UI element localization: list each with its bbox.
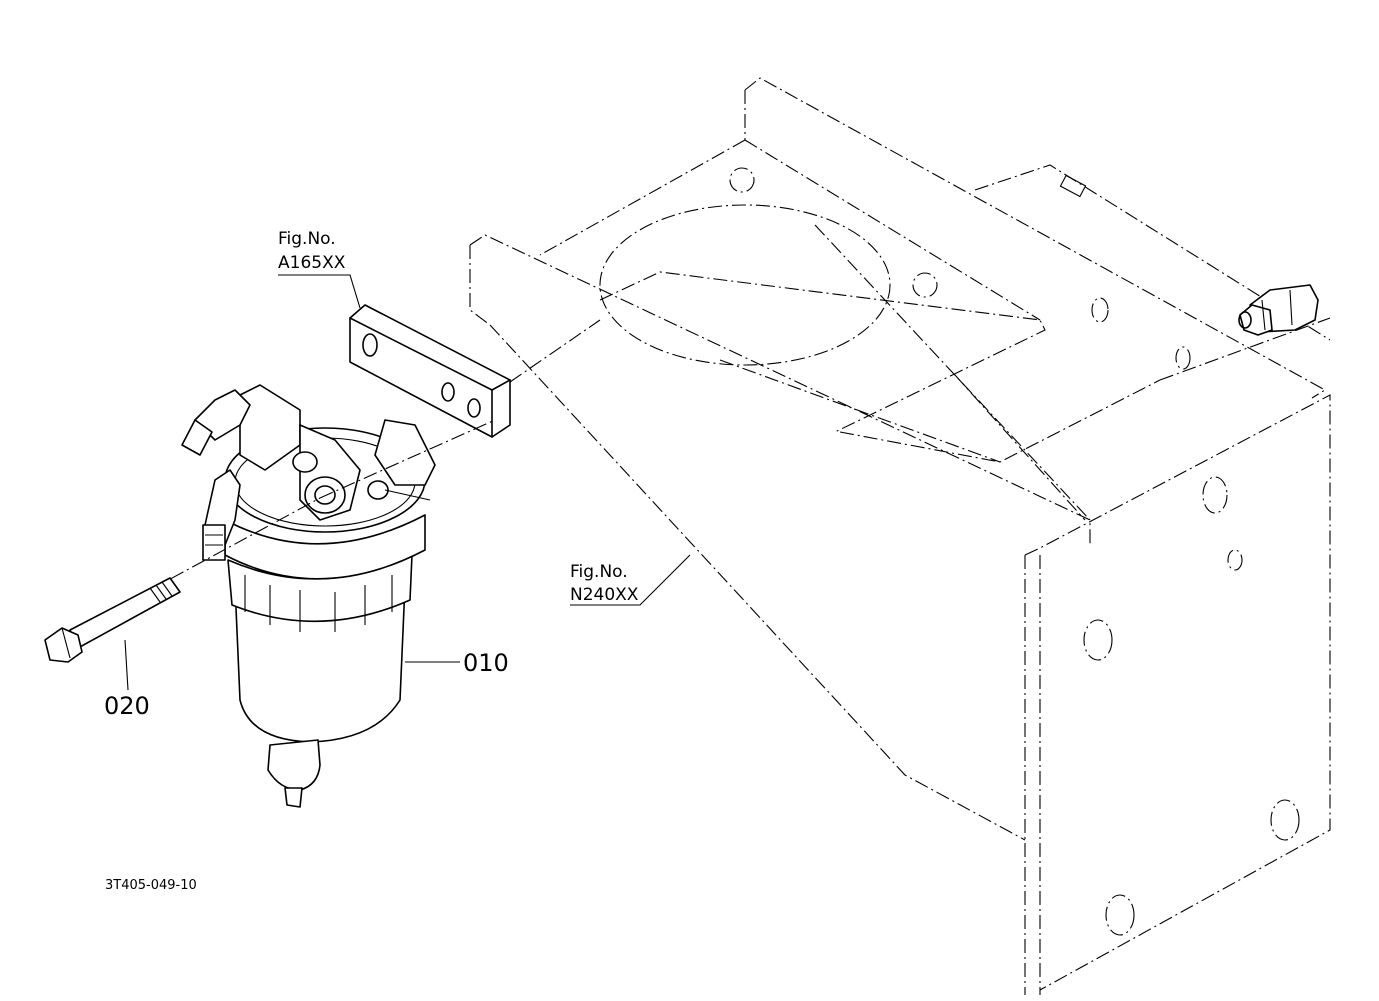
fuel-filter [149, 384, 496, 808]
part-number-010: 010 [463, 649, 509, 677]
part-number-020: 020 [104, 692, 150, 720]
fig-n-label-line2: N240XX [570, 585, 639, 605]
fig-a-label-line2: A165XX [278, 253, 346, 273]
fig-a-label-line1: Fig.No. [278, 229, 336, 249]
spacer-block [349, 304, 601, 438]
frame-phantom [469, 77, 1331, 995]
bolt [44, 577, 181, 663]
hose-fitting [1238, 284, 1319, 336]
fig-n-label-line1: Fig.No. [570, 562, 628, 582]
leader-lines [124, 274, 691, 691]
drawing-code: 3T405-049-10 [105, 878, 197, 893]
